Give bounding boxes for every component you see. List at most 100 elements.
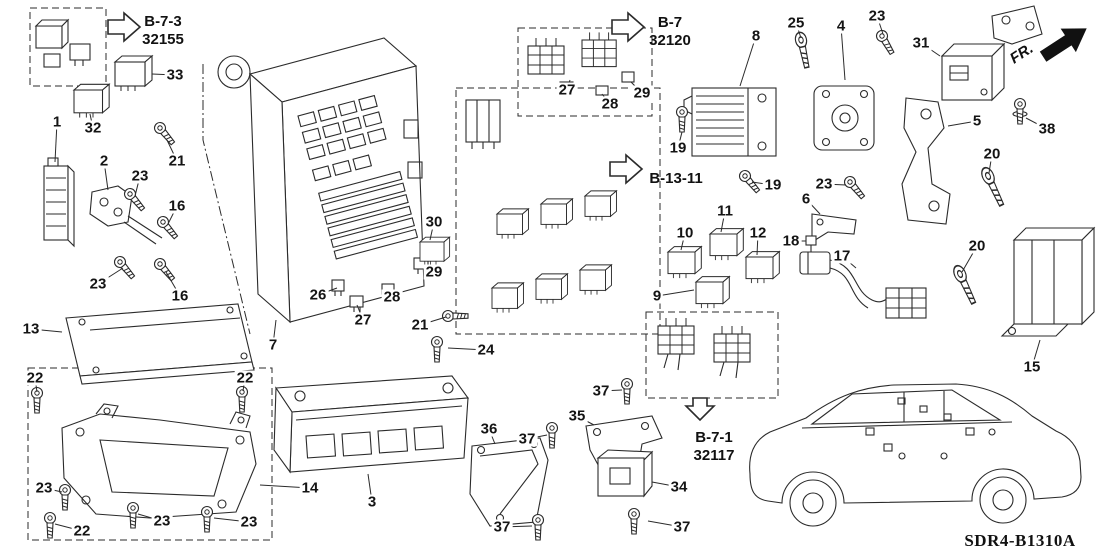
bracket-6: [811, 213, 857, 243]
callout-16: 16: [166, 197, 188, 215]
bracket-31-top: [991, 5, 1043, 45]
leader-line: [739, 35, 757, 87]
connector-group-b71: [657, 317, 751, 379]
callout-22: 22: [24, 369, 46, 387]
diagram-code: SDR4-B1310A: [964, 531, 1076, 550]
ref-label-b-7: B-7 32120: [649, 14, 691, 50]
component-marker: [897, 397, 906, 405]
relay-33: [114, 55, 153, 92]
ref-label-b-7-3: B-7-3 32155: [142, 13, 184, 49]
callout-37: 37: [590, 382, 612, 400]
callout-13: 13: [20, 320, 42, 338]
callout-25: 25: [785, 14, 807, 32]
bracket-36: [469, 437, 549, 527]
part-4-actuator: [813, 85, 875, 151]
callout-12: 12: [747, 224, 769, 242]
connector-group-b7: [527, 31, 635, 96]
callout-33: 33: [164, 66, 186, 84]
callout-22: 22: [234, 369, 256, 387]
rear-wheel: [789, 479, 837, 527]
relay-10: [667, 246, 702, 279]
callout-9: 9: [650, 287, 664, 305]
callout-23: 23: [238, 513, 260, 531]
callout-23: 23: [151, 512, 173, 530]
callout-30: 30: [423, 213, 445, 231]
bolt-20-icon: [978, 164, 1008, 209]
callout-5: 5: [970, 112, 984, 130]
callout-18: 18: [780, 232, 802, 250]
ref-code: B-7: [657, 14, 683, 31]
ref-code: B-7-1: [695, 429, 733, 446]
callout-31: 31: [910, 34, 932, 52]
bolt-23-icon: [200, 505, 214, 533]
component-marker: [865, 427, 875, 436]
part-31-unit: [940, 42, 1006, 102]
part-15-unit: [1000, 226, 1096, 337]
callout-23: 23: [866, 7, 888, 25]
callout-23: 23: [129, 167, 151, 185]
ecu-3: [273, 375, 470, 474]
ref-arrow-b-7-3: [107, 11, 142, 43]
callout-23: 23: [33, 479, 55, 497]
callout-4: 4: [834, 17, 848, 35]
relay-11: [709, 228, 744, 261]
bolt-16-icon: [151, 255, 178, 284]
bolt-23-icon: [58, 483, 72, 511]
callout-10: 10: [674, 224, 696, 242]
fuse-box-7: [217, 37, 425, 324]
bolt-16-icon: [154, 213, 181, 242]
relay-32: [73, 83, 110, 119]
ref-code: B-13-11: [649, 170, 703, 187]
callout-11: 11: [715, 202, 735, 220]
callout-24: 24: [475, 341, 497, 359]
callout-20: 20: [981, 145, 1003, 163]
callout-6: 6: [799, 190, 813, 208]
connector-27: [349, 295, 364, 312]
relay-group-b1311: [465, 99, 617, 314]
callout-38: 38: [1036, 120, 1058, 138]
module-13: [65, 303, 255, 385]
callout-21: 21: [409, 316, 431, 334]
ref-arrow-b-7-1: [684, 397, 716, 422]
ref-label-b-7-1: B-7-1 32117: [694, 429, 735, 465]
component-marker: [898, 452, 906, 460]
callout-19: 19: [667, 139, 689, 157]
component-marker: [919, 405, 928, 413]
callout-35: 35: [566, 407, 588, 425]
bracket-2: [89, 185, 163, 245]
callout-2: 2: [97, 152, 111, 170]
dashed-box-b71: [645, 311, 779, 399]
callout-37: 37: [491, 518, 513, 536]
callout-22: 22: [71, 522, 93, 540]
ref-arrow-b-7: [611, 11, 646, 43]
bolt-22-icon: [43, 511, 57, 539]
bolt-20-icon: [950, 262, 980, 307]
bolt-25-icon: [793, 30, 813, 70]
car-location-view: [749, 383, 1082, 527]
connector-26: [331, 279, 345, 296]
callout-3: 3: [365, 493, 379, 511]
callout-23: 23: [87, 275, 109, 293]
callout-14: 14: [299, 479, 321, 497]
bolt-37-icon: [627, 507, 641, 535]
component-marker: [883, 443, 893, 452]
dashed-box-b7: [517, 27, 653, 117]
callout-7: 7: [266, 336, 280, 354]
callout-37: 37: [671, 518, 693, 536]
bolt-22-icon: [235, 385, 249, 413]
callout-8: 8: [749, 27, 763, 45]
callout-26: 26: [307, 286, 329, 304]
car-windows: [810, 389, 1002, 425]
component-marker: [943, 413, 952, 421]
callout-19: 19: [762, 176, 784, 194]
callout-21: 21: [166, 152, 188, 170]
relay-12: [745, 251, 780, 284]
bolt-21-icon: [151, 119, 178, 148]
callout-20: 20: [966, 237, 988, 255]
component-marker: [988, 428, 996, 436]
front-wheel: [979, 476, 1027, 524]
relay-30: [419, 236, 451, 266]
callout-1: 1: [50, 113, 64, 131]
callout-36: 36: [478, 420, 500, 438]
